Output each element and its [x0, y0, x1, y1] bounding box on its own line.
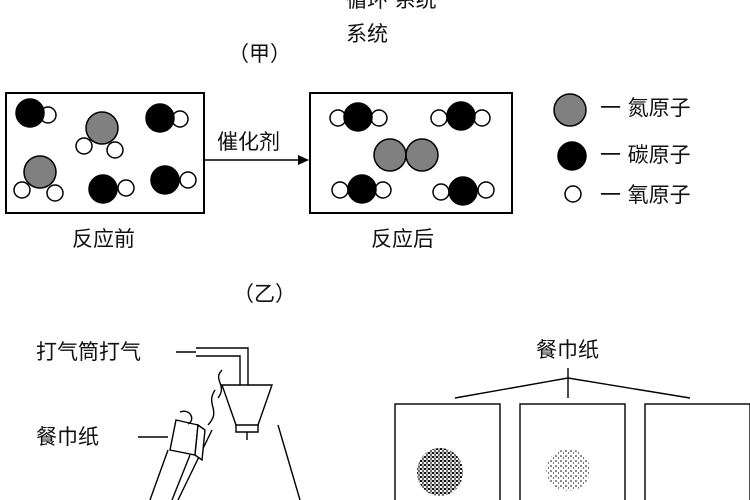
after-reaction-label: 反应后: [371, 227, 434, 251]
before-reaction-label: 反应前: [72, 227, 135, 251]
top-cut-text: 循环 系统: [346, 0, 437, 12]
co2-molecule: [432, 176, 495, 206]
after-molecules: [329, 101, 495, 206]
catalyst-label: 催化剂: [217, 130, 280, 154]
co-molecule: [145, 103, 189, 133]
n2-molecule: [373, 138, 439, 172]
top-text: 系统: [346, 22, 388, 46]
light-stain: [546, 449, 590, 491]
dark-stain: [417, 448, 463, 496]
reaction-arrow: [205, 155, 309, 165]
napkin-label: 餐巾纸: [36, 425, 99, 449]
legend-carbon-label: 一 碳原子: [600, 143, 691, 167]
legend-nitrogen-label: 一 氮原子: [600, 96, 691, 120]
no-molecule: [75, 111, 124, 159]
napkin-panel-3: [644, 403, 750, 500]
pump-apparatus: [176, 347, 301, 500]
carbon-atom-icon: [557, 141, 587, 171]
legend-oxygen-label: 一 氧原子: [600, 183, 691, 207]
no-molecule: [13, 155, 64, 202]
nitrogen-atom-icon: [553, 93, 587, 127]
part-a-label: （甲）: [228, 42, 291, 66]
part-b-label: （乙）: [233, 282, 296, 306]
before-molecules: [13, 98, 197, 204]
co2-molecule: [430, 101, 491, 131]
napkin-bracket: [454, 368, 691, 399]
co-molecule: [88, 174, 135, 204]
co-molecule: [15, 98, 57, 128]
pump-label: 打气筒打气: [36, 340, 141, 364]
co2-molecule: [331, 174, 392, 204]
co2-molecule: [329, 102, 388, 132]
napkin-holder: [138, 410, 206, 500]
co-molecule: [150, 165, 197, 195]
napkin-top-label: 餐巾纸: [536, 338, 599, 362]
oxygen-atom-icon: [564, 185, 582, 203]
